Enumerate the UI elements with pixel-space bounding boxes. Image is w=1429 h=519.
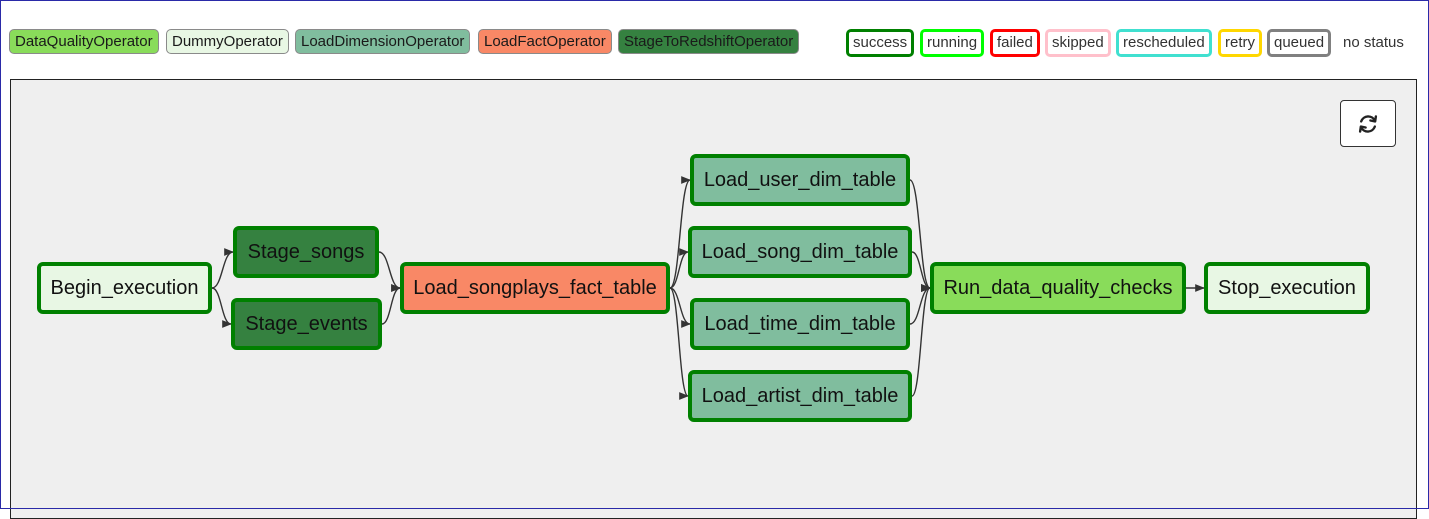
legend-state-queued[interactable]: queued <box>1267 29 1332 57</box>
edge-begin-to-stage_events <box>211 287 232 328</box>
legend-operator-dummy: DummyOperator <box>166 29 289 54</box>
task-node-label: Load_user_dim_table <box>703 168 897 191</box>
task-node-load-time-dim-table[interactable]: Load_time_dim_table <box>690 298 910 350</box>
task-node-stage-songs[interactable]: Stage_songs <box>233 226 379 278</box>
task-node-label: Load_songplays_fact_table <box>413 276 657 299</box>
task-node-label: Stage_songs <box>247 240 365 263</box>
legend-state-label: rescheduled <box>1123 34 1205 51</box>
legend-state-no-status[interactable]: no status <box>1343 29 1404 57</box>
task-node-label: Begin_execution <box>50 276 199 299</box>
edge-song_dim-to-quality <box>911 251 931 292</box>
edge-stage_songs-to-fact <box>378 251 401 292</box>
edge-fact-to-user_dim <box>669 176 691 289</box>
refresh-button[interactable] <box>1340 100 1396 147</box>
task-node-label: Stop_execution <box>1218 276 1356 299</box>
legend-state-label: queued <box>1274 34 1325 51</box>
task-node-begin-execution[interactable]: Begin_execution <box>37 262 212 314</box>
edge-fact-to-song_dim <box>669 248 689 289</box>
legend-operator-loadfact: LoadFactOperator <box>478 29 612 54</box>
task-node-label: Load_song_dim_table <box>701 240 899 263</box>
edge-user_dim-to-quality <box>909 179 931 292</box>
refresh-icon <box>1358 114 1378 133</box>
legend-state-skipped[interactable]: skipped <box>1045 29 1111 57</box>
legend-operator-label: LoadDimensionOperator <box>301 33 465 50</box>
task-node-stage-events[interactable]: Stage_events <box>231 298 382 350</box>
legend-operator-label: StageToRedshiftOperator <box>624 33 794 50</box>
task-node-label: Stage_events <box>245 312 368 335</box>
legend-state-label: success <box>853 34 908 51</box>
edge-artist_dim-to-quality <box>911 284 931 397</box>
edge-stage_events-to-fact <box>381 284 401 325</box>
task-node-load-user-dim-table[interactable]: Load_user_dim_table <box>690 154 910 206</box>
legend-operator-label: DataQualityOperator <box>15 33 153 50</box>
legend-state-rescheduled[interactable]: rescheduled <box>1116 29 1212 57</box>
task-node-label: Run_data_quality_checks <box>943 276 1173 299</box>
legend-state-running[interactable]: running <box>920 29 985 57</box>
edge-fact-to-artist_dim <box>669 287 689 400</box>
task-node-stop-execution[interactable]: Stop_execution <box>1204 262 1370 314</box>
edge-fact-to-time_dim <box>669 287 691 328</box>
task-node-load-song-dim-table[interactable]: Load_song_dim_table <box>688 226 912 278</box>
edge-begin-to-stage_songs <box>211 248 234 289</box>
task-node-label: Load_time_dim_table <box>704 312 896 335</box>
task-node-label: Load_artist_dim_table <box>701 384 899 407</box>
legend-state-label: failed <box>997 34 1033 51</box>
task-node-load-songplays-fact-table[interactable]: Load_songplays_fact_table <box>400 262 670 314</box>
legend-operator-label: LoadFactOperator <box>484 33 606 50</box>
legend-operator-dataquality: DataQualityOperator <box>9 29 159 54</box>
legend-state-label: running <box>927 34 978 51</box>
legend-state-success[interactable]: success <box>846 29 915 57</box>
legend-operator-stagetoredshift: StageToRedshiftOperator <box>618 29 800 54</box>
legend-state-retry[interactable]: retry <box>1218 29 1262 57</box>
task-node-run-data-quality-checks[interactable]: Run_data_quality_checks <box>930 262 1186 314</box>
task-node-load-artist-dim-table[interactable]: Load_artist_dim_table <box>688 370 912 422</box>
legend-state-label: skipped <box>1052 34 1104 51</box>
legend-operator-loaddimension: LoadDimensionOperator <box>295 29 471 54</box>
legend-state-failed[interactable]: failed <box>990 29 1040 57</box>
legend-state-label: retry <box>1225 34 1255 51</box>
legend-operator-label: DummyOperator <box>172 33 283 50</box>
legend-state-label: no status <box>1343 34 1404 51</box>
